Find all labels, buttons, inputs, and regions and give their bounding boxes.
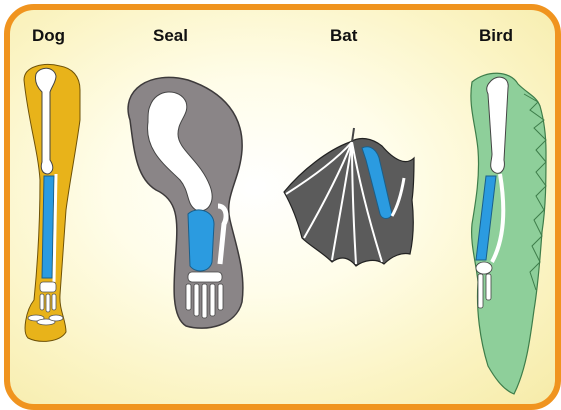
bat-wing	[284, 128, 414, 266]
dog-forelimb	[24, 65, 80, 342]
seal-flipper	[128, 77, 243, 328]
seal-flipper-silhouette	[128, 77, 243, 328]
diagram-frame: Dog Seal Bat Bird	[4, 4, 561, 410]
dog-ulna-bone	[54, 174, 56, 282]
seal-radius-ulna	[188, 210, 214, 271]
bird-wing	[471, 73, 546, 394]
dog-radius-ulna	[42, 176, 54, 278]
forelimb-illustrations	[10, 10, 555, 404]
